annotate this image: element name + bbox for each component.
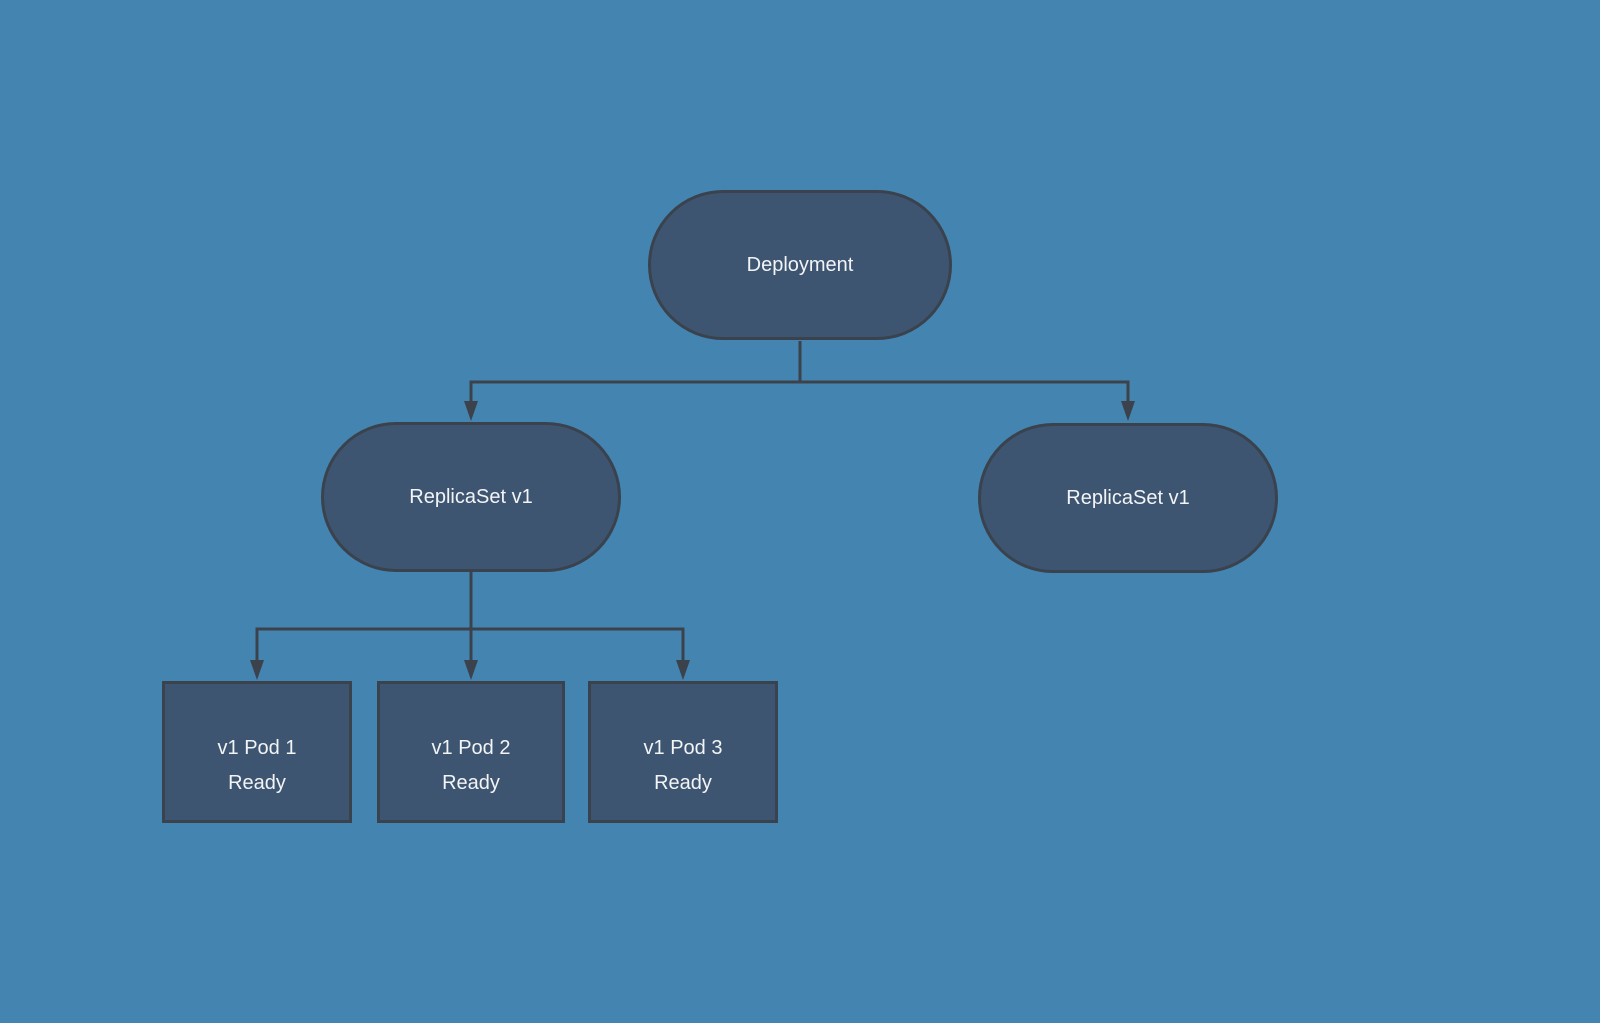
node-pod-3-name: v1 Pod 3 bbox=[643, 737, 723, 759]
node-pod-3[interactable]: v1 Pod 3 Ready bbox=[588, 681, 778, 823]
node-pod-2[interactable]: v1 Pod 2 Ready bbox=[377, 681, 565, 823]
edge-deployment-to-replicaset-left bbox=[464, 341, 802, 421]
arrowhead-icon bbox=[464, 401, 478, 421]
node-pod-3-status: Ready bbox=[654, 772, 712, 794]
node-pod-1-status: Ready bbox=[228, 772, 286, 794]
node-pod-2-name: v1 Pod 2 bbox=[431, 737, 511, 759]
node-replicaset-v1-right[interactable]: ReplicaSet v1 bbox=[978, 423, 1278, 573]
node-replicaset-right-label: ReplicaSet v1 bbox=[1066, 486, 1190, 509]
node-pod-1[interactable]: v1 Pod 1 Ready bbox=[162, 681, 352, 823]
arrowhead-icon bbox=[676, 660, 690, 680]
edge-deployment-to-replicaset-right bbox=[798, 341, 1135, 421]
node-deployment[interactable]: Deployment bbox=[648, 190, 952, 340]
arrowhead-icon bbox=[250, 660, 264, 680]
arrowhead-icon bbox=[1121, 401, 1135, 421]
edge-replicaset-left-to-pod-1 bbox=[250, 572, 473, 680]
node-pod-1-name: v1 Pod 1 bbox=[217, 737, 297, 759]
node-replicaset-left-label: ReplicaSet v1 bbox=[409, 485, 533, 508]
node-deployment-label: Deployment bbox=[746, 253, 854, 276]
node-replicaset-v1-left[interactable]: ReplicaSet v1 bbox=[321, 422, 621, 572]
arrowhead-icon bbox=[464, 660, 478, 680]
node-pod-2-status: Ready bbox=[442, 772, 500, 794]
edge-replicaset-left-to-pod-3 bbox=[469, 572, 690, 680]
